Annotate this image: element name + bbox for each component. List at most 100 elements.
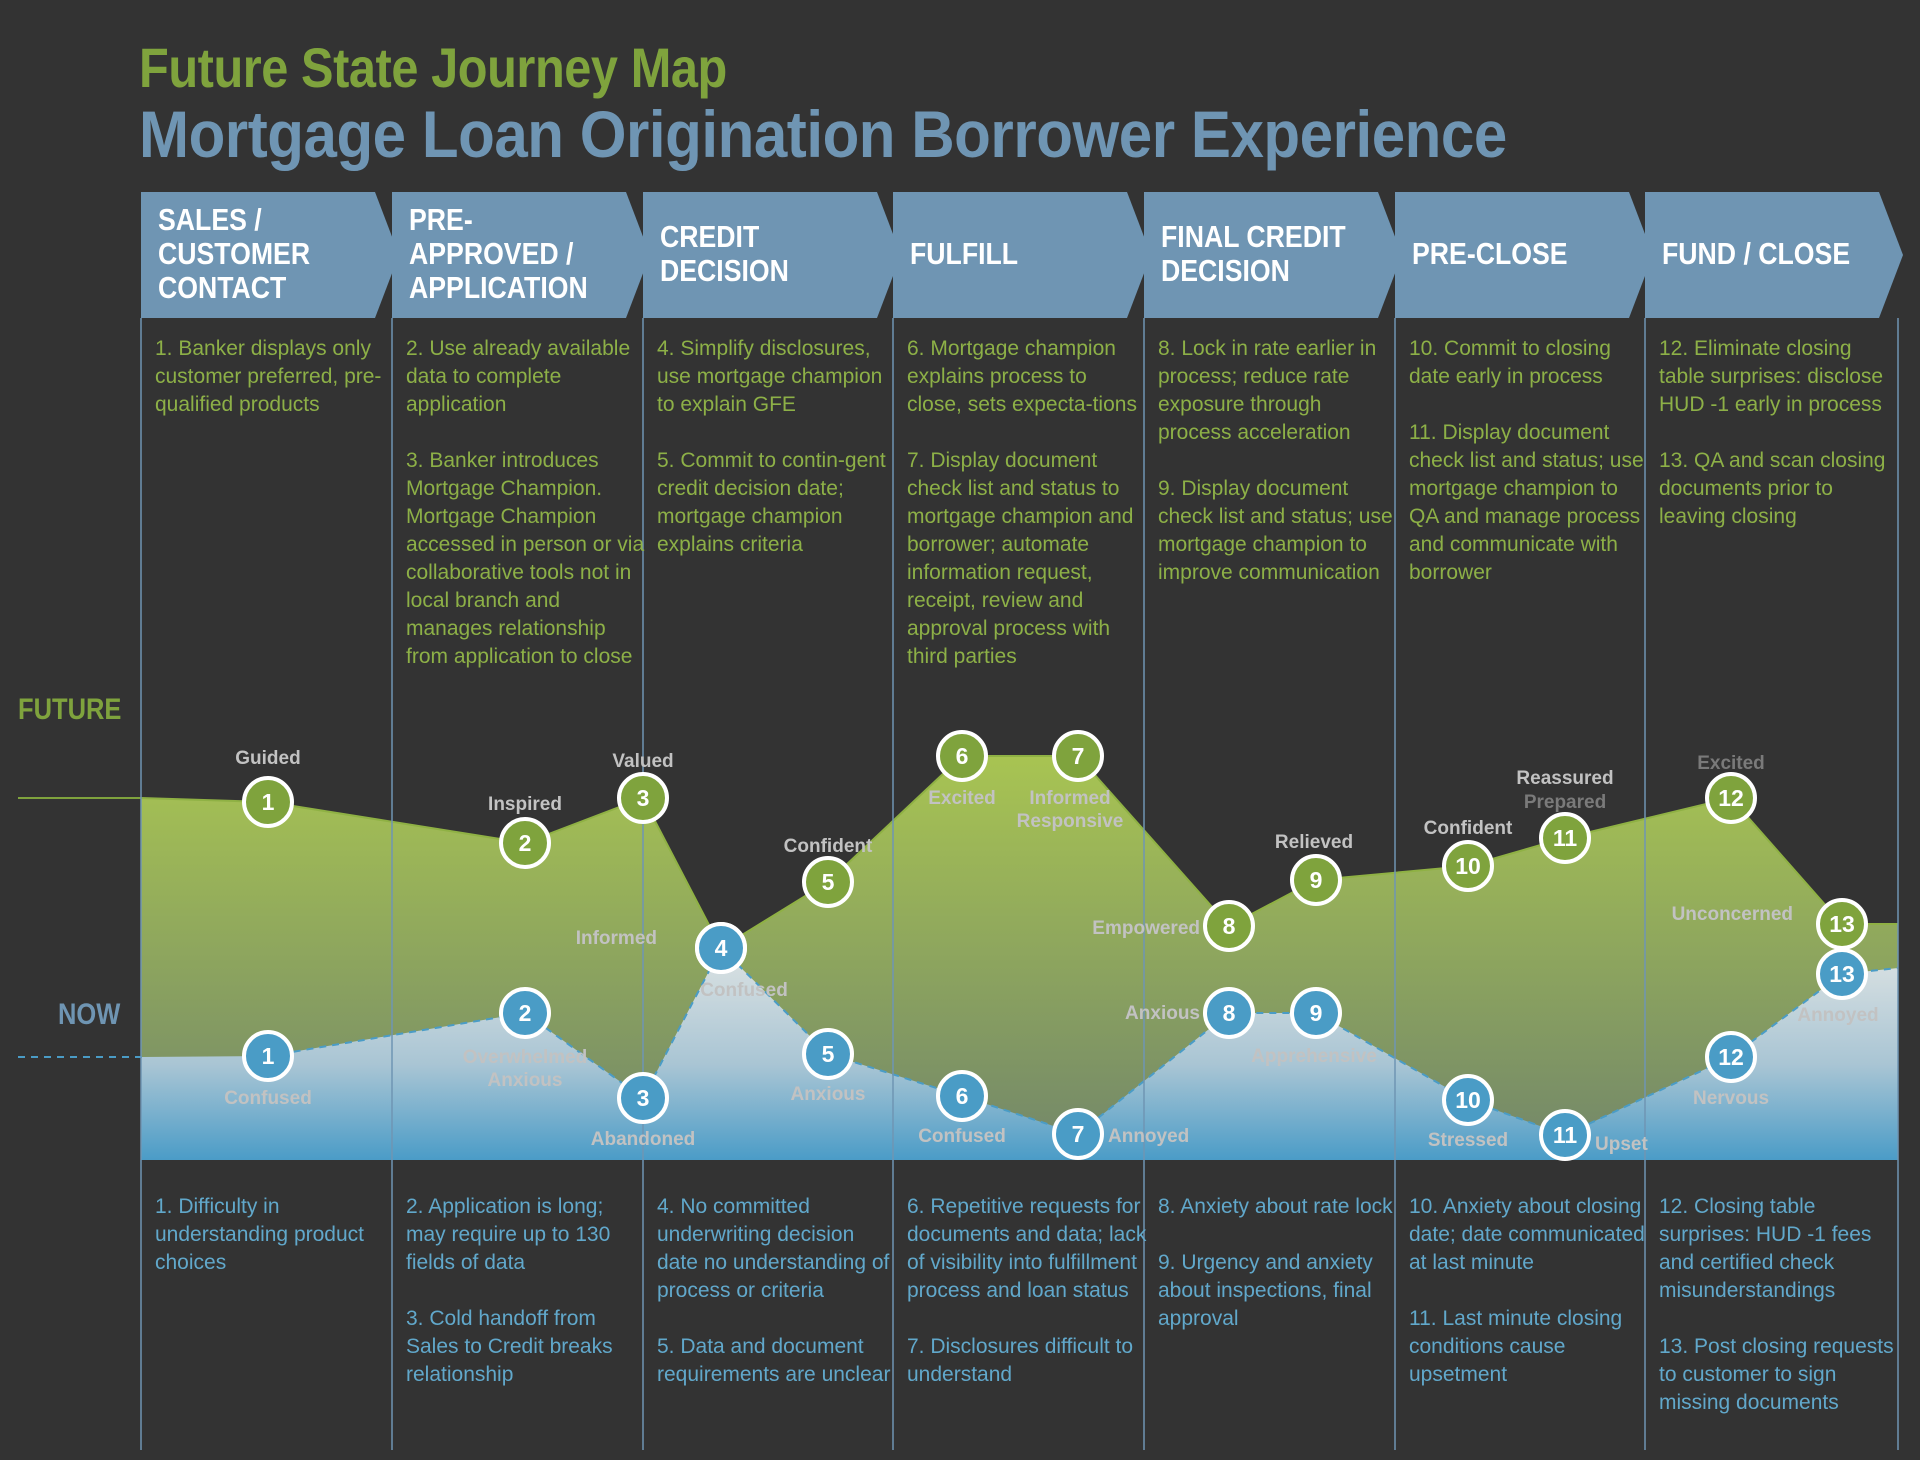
- now-emotion-9: Apprehensive: [1251, 1046, 1377, 1067]
- now-marker-2: 2: [499, 987, 551, 1039]
- future-marker-12-circle: [1705, 772, 1757, 824]
- now-note: 4. No committed underwriting decision da…: [657, 1195, 890, 1302]
- future-marker-3-circle: [617, 772, 669, 824]
- now-marker-5: 5: [802, 1028, 854, 1080]
- now-marker-1: 1: [242, 1030, 294, 1082]
- future-marker-13: 13: [1816, 898, 1868, 950]
- future-note: 8. Lock in rate earlier in process; redu…: [1158, 337, 1377, 444]
- now-emotion-10: Stressed: [1428, 1130, 1508, 1151]
- now-emotion-5: Anxious: [791, 1084, 866, 1105]
- now-emotion-1: Confused: [224, 1088, 312, 1109]
- future-marker-9: 9: [1290, 854, 1342, 906]
- stage-label-3: CREDIT DECISION: [660, 219, 789, 288]
- now-marker-1-circle: [242, 1030, 294, 1082]
- now-marker-5-circle: [802, 1028, 854, 1080]
- now-marker-9-number: 9: [1310, 1000, 1323, 1026]
- future-marker-11-number: 11: [1553, 825, 1578, 851]
- future-marker-5: 5: [802, 856, 854, 908]
- future-note: 9. Display document check list and statu…: [1158, 477, 1393, 584]
- future-note: 11. Display document check list and stat…: [1409, 421, 1644, 584]
- future-emotion-10: Confident: [1424, 818, 1513, 839]
- stage-label-2: PRE- APPROVED / APPLICATION: [409, 202, 588, 305]
- now-marker-13-number: 13: [1829, 961, 1855, 987]
- now-marker-12-number: 12: [1718, 1044, 1744, 1070]
- now-marker-13: 13: [1816, 948, 1868, 1000]
- stage-label-1: SALES / CUSTOMER CONTACT: [158, 202, 311, 305]
- now-marker-3-number: 3: [637, 1085, 650, 1111]
- now-marker-11-circle: [1539, 1109, 1591, 1161]
- future-emotion-6: Excited: [928, 788, 996, 809]
- future-marker-13-number: 13: [1829, 911, 1855, 937]
- stage-header-7: [1645, 192, 1903, 318]
- now-note: 7. Disclosures difficult to understand: [907, 1335, 1134, 1386]
- map-title: Future State Journey Map: [139, 36, 727, 99]
- now-marker-10: 10: [1442, 1074, 1494, 1126]
- now-note: 10. Anxiety about closing date; date com…: [1409, 1195, 1645, 1274]
- now-marker-8: 8: [1203, 987, 1255, 1039]
- future-emotion-3: Valued: [612, 751, 673, 772]
- now-marker-4: 4: [695, 922, 747, 974]
- now-note: 5. Data and document requirements are un…: [657, 1335, 891, 1386]
- stage-header-6: [1395, 192, 1653, 318]
- future-marker-9-circle: [1290, 854, 1342, 906]
- future-note: 2. Use already available data to complet…: [406, 337, 631, 416]
- now-note: 6. Repetitive requests for documents and…: [907, 1195, 1147, 1302]
- future-note: 4. Simplify disclosures, use mortgage ch…: [657, 337, 883, 416]
- now-marker-7: 7: [1052, 1108, 1104, 1160]
- stage-header-5: [1144, 192, 1402, 318]
- now-marker-5-number: 5: [822, 1041, 835, 1067]
- future-marker-10-circle: [1442, 840, 1494, 892]
- future-marker-9-number: 9: [1310, 867, 1323, 893]
- future-marker-5-number: 5: [822, 869, 835, 895]
- future-marker-2-number: 2: [519, 830, 532, 856]
- future-emotion-2: Inspired: [488, 794, 562, 815]
- now-notes-4: 6. Repetitive requests for documents and…: [907, 1193, 1147, 1417]
- future-notes-1: 1. Banker displays only customer preferr…: [155, 335, 395, 447]
- future-note: 13. QA and scan closing documents prior …: [1659, 449, 1886, 528]
- now-note: 3. Cold handoff from Sales to Credit bre…: [406, 1307, 613, 1386]
- now-marker-12-circle: [1705, 1031, 1757, 1083]
- now-marker-12: 12: [1705, 1031, 1757, 1083]
- future-notes-4: 6. Mortgage champion explains process to…: [907, 335, 1147, 699]
- future-marker-7-number: 7: [1072, 743, 1085, 769]
- now-note: 1. Difficulty in understanding product c…: [155, 1195, 364, 1274]
- map-subtitle: Mortgage Loan Origination Borrower Exper…: [139, 97, 1507, 171]
- future-marker-1: 1: [242, 776, 294, 828]
- now-marker-8-circle: [1203, 987, 1255, 1039]
- future-marker-1-number: 1: [262, 789, 275, 815]
- future-marker-3: 3: [617, 772, 669, 824]
- future-notes-6: 10. Commit to closing date early in proc…: [1409, 335, 1649, 615]
- now-emotion-11: Upset: [1595, 1134, 1648, 1155]
- future-note: 1. Banker displays only customer preferr…: [155, 337, 382, 416]
- future-marker-10: 10: [1442, 840, 1494, 892]
- future-marker-3-number: 3: [637, 785, 650, 811]
- now-marker-6-circle: [936, 1070, 988, 1122]
- now-marker-2-number: 2: [519, 1000, 532, 1026]
- now-note: 11. Last minute closing conditions cause…: [1409, 1307, 1623, 1386]
- now-notes-1: 1. Difficulty in understanding product c…: [155, 1193, 395, 1305]
- stage-label-6: PRE-CLOSE: [1412, 236, 1568, 271]
- future-emotion-5: Confident: [784, 836, 873, 857]
- now-note: 12. Closing table surprises: HUD -1 fees…: [1659, 1195, 1872, 1302]
- now-axis-label: NOW: [58, 998, 121, 1031]
- stage-label-7: FUND / CLOSE: [1662, 236, 1851, 271]
- now-emotion-8: Anxious: [1125, 1003, 1200, 1024]
- future-marker-6-circle: [936, 730, 988, 782]
- future-marker-7-circle: [1052, 730, 1104, 782]
- stage-label-5: FINAL CREDIT DECISION: [1161, 219, 1346, 288]
- now-marker-11-number: 11: [1553, 1122, 1578, 1148]
- now-marker-9-circle: [1290, 987, 1342, 1039]
- now-marker-2-circle: [499, 987, 551, 1039]
- future-emotion-9: Relieved: [1275, 832, 1353, 853]
- now-marker-10-circle: [1442, 1074, 1494, 1126]
- future-emotion-4: Informed: [576, 928, 657, 949]
- future-marker-8: 8: [1203, 900, 1255, 952]
- now-emotion-13: Annoyed: [1797, 1005, 1878, 1026]
- stage-header-1: [141, 192, 399, 318]
- now-marker-3-circle: [617, 1072, 669, 1124]
- future-marker-5-circle: [802, 856, 854, 908]
- future-note: 7. Display document check list and statu…: [907, 449, 1134, 668]
